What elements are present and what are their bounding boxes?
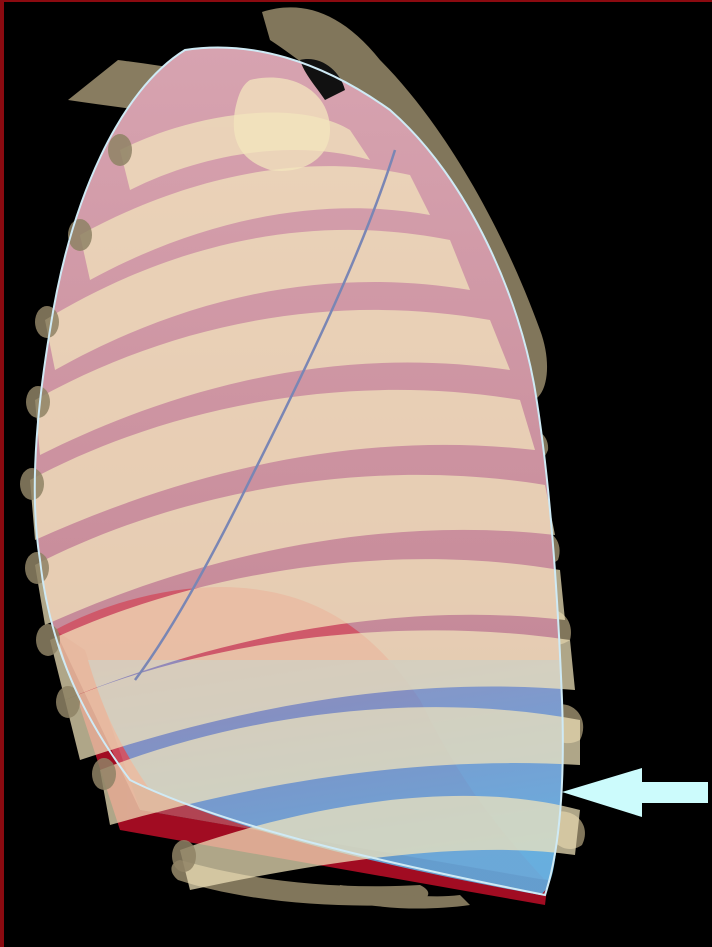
left-arrow-icon xyxy=(562,768,708,817)
